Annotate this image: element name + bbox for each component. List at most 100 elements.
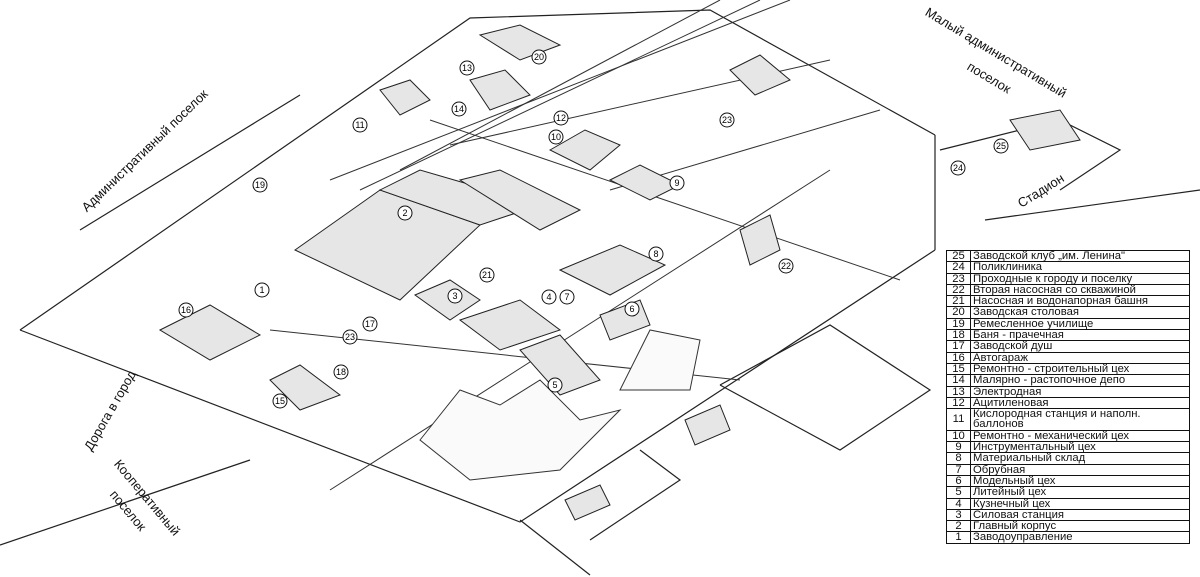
marker-number: 2 <box>402 208 407 218</box>
marker-number: 3 <box>452 291 457 301</box>
marker-number: 21 <box>482 270 492 280</box>
marker-circle <box>352 117 368 133</box>
marker-19: 19 <box>252 177 268 193</box>
marker-number: 17 <box>365 319 375 329</box>
marker-circle <box>447 288 463 304</box>
legend-name: Ремонтно - механический цех <box>970 429 1190 443</box>
marker-circle <box>719 112 735 128</box>
legend-number: 9 <box>946 441 971 454</box>
marker-16: 16 <box>178 302 194 318</box>
marker-circle <box>559 289 575 305</box>
legend-name: Модельный цех <box>970 474 1190 488</box>
marker-number: 14 <box>454 104 464 114</box>
legend-number: 17 <box>946 340 971 353</box>
legend-name: Вторая насосная со скважиной <box>970 283 1190 297</box>
marker-circle <box>531 49 547 65</box>
legend-name: Автогараж <box>970 351 1190 364</box>
marker-17: 17 <box>362 316 378 332</box>
legend-number: 8 <box>946 452 971 465</box>
legend-name: Кузнечный цех <box>970 497 1190 510</box>
marker-circle <box>669 175 685 191</box>
marker-21: 21 <box>479 267 495 283</box>
marker-9: 9 <box>669 175 685 191</box>
marker-18: 18 <box>333 364 349 380</box>
marker-number: 5 <box>552 380 557 390</box>
legend-number: 10 <box>946 429 971 443</box>
legend-number: 20 <box>946 306 971 319</box>
marker-number: 8 <box>653 249 658 259</box>
marker-circle <box>548 129 564 145</box>
marker-circle <box>459 60 475 76</box>
marker-15: 15 <box>272 393 288 409</box>
marker-circle <box>397 205 413 221</box>
marker-circle <box>254 282 270 298</box>
marker-circle <box>252 177 268 193</box>
legend-name: Насосная и водонапорная башня <box>970 295 1190 308</box>
legend-number: 24 <box>946 261 971 274</box>
legend-number: 22 <box>946 283 971 297</box>
marker-25: 25 <box>993 138 1009 154</box>
legend-name: Главный корпус <box>970 520 1190 533</box>
marker-3: 3 <box>447 288 463 304</box>
marker-number: 22 <box>781 261 791 271</box>
legend-name: Баня - прачечная <box>970 329 1190 342</box>
marker-circle <box>362 316 378 332</box>
marker-8: 8 <box>648 246 664 262</box>
legend-number: 23 <box>946 272 971 285</box>
marker-number: 25 <box>996 141 1006 151</box>
legend-name: Материальный склад <box>970 452 1190 465</box>
marker-4: 4 <box>541 289 557 305</box>
marker-23: 23 <box>719 112 735 128</box>
marker-11: 11 <box>352 117 368 133</box>
legend-number: 21 <box>946 295 971 308</box>
legend-name: Ацитиленовая <box>970 396 1190 410</box>
marker-circle <box>993 138 1009 154</box>
legend-number: 4 <box>946 497 971 510</box>
marker-number: 10 <box>551 132 561 142</box>
marker-circle <box>648 246 664 262</box>
marker-14: 14 <box>451 101 467 117</box>
marker-number: 13 <box>462 63 472 73</box>
legend-name: Ремесленное училище <box>970 317 1190 331</box>
legend-name: Заводской клуб „им. Ленина" <box>970 249 1190 263</box>
legend-number: 6 <box>946 474 971 488</box>
marker-2: 2 <box>397 205 413 221</box>
legend-name: Кислородная станция и наполн. баллонов <box>970 408 1190 431</box>
legend-name: Малярно - растопочное депо <box>970 374 1190 387</box>
marker-circle <box>451 101 467 117</box>
marker-13: 13 <box>459 60 475 76</box>
marker-number: 19 <box>255 180 265 190</box>
legend-name: Заводская столовая <box>970 306 1190 319</box>
legend-number: 15 <box>946 362 971 376</box>
hills <box>419 329 701 481</box>
marker-number: 18 <box>336 367 346 377</box>
legend-name: Поликлиника <box>970 261 1190 274</box>
legend-number: 16 <box>946 351 971 364</box>
marker-number: 6 <box>629 304 634 314</box>
legend-number: 3 <box>946 508 971 522</box>
marker-number: 16 <box>181 305 191 315</box>
legend-name: Силовая станция <box>970 508 1190 522</box>
legend-name: Обрубная <box>970 463 1190 476</box>
legend-number: 7 <box>946 463 971 476</box>
marker-number: 11 <box>355 120 364 130</box>
legend-number: 19 <box>946 317 971 331</box>
